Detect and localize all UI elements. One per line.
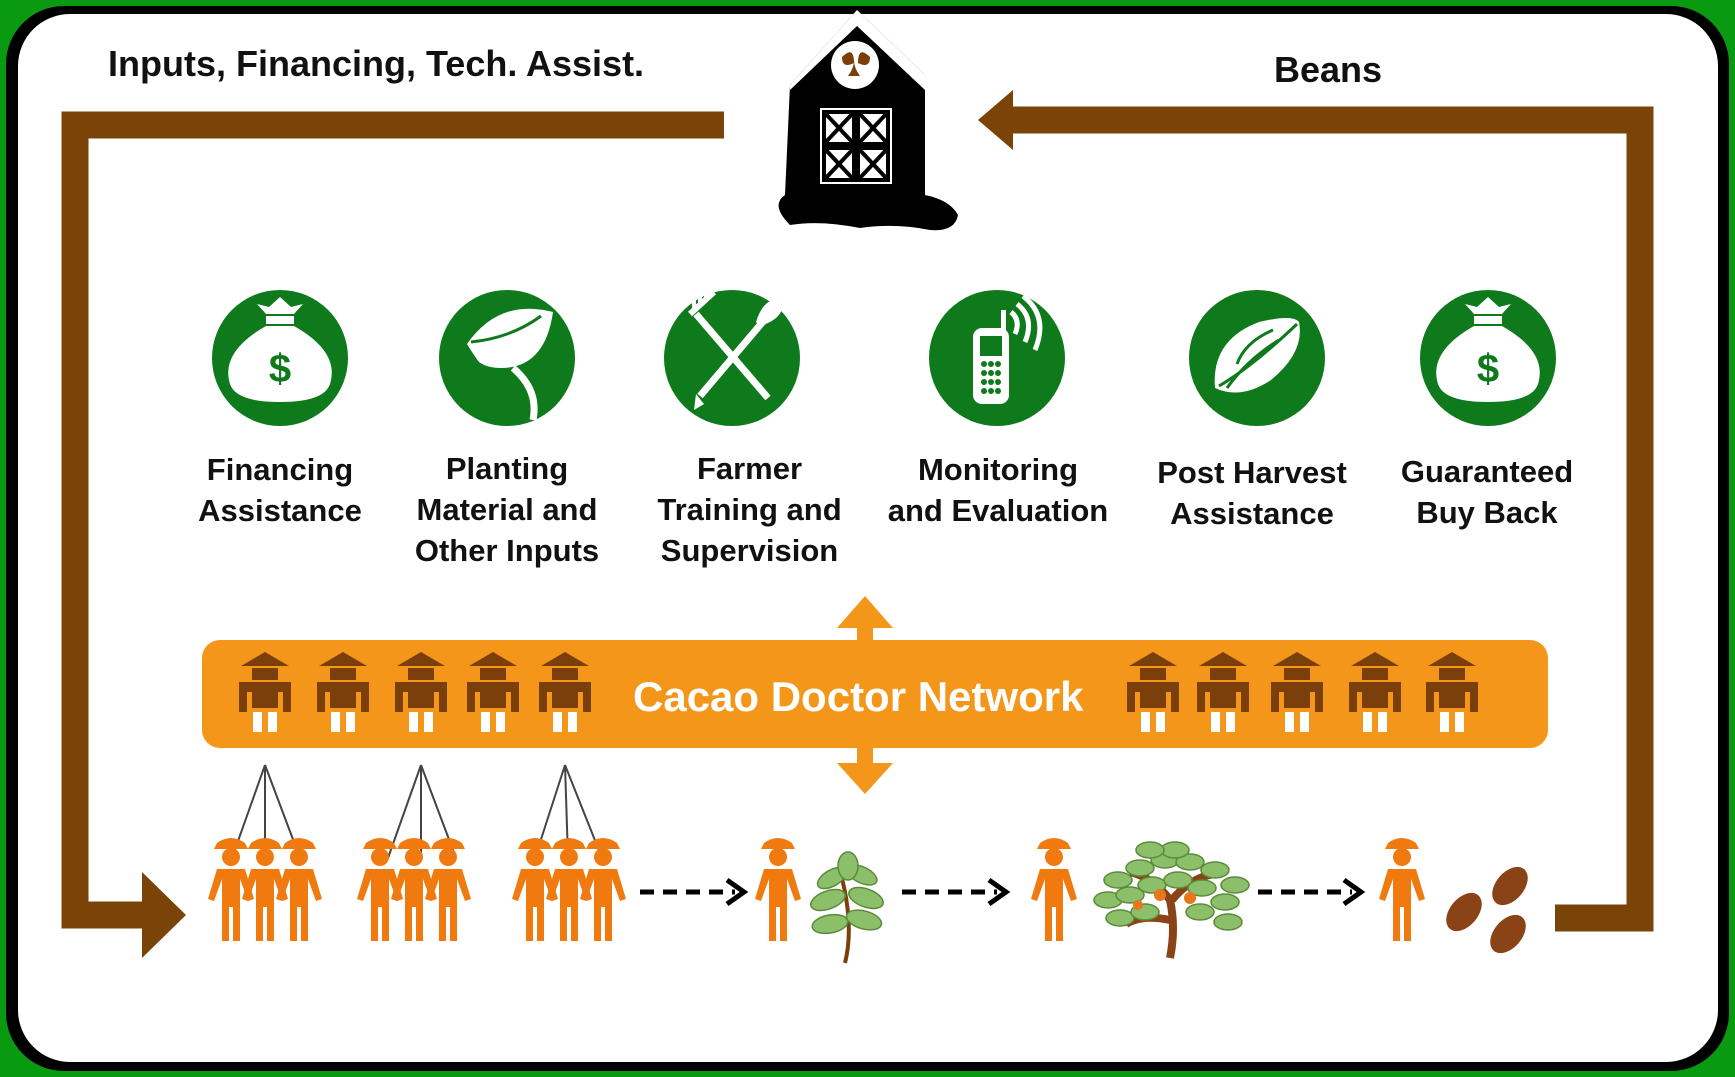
farmer-icon xyxy=(755,838,801,941)
progress-arrow xyxy=(902,877,1011,907)
farmer-group xyxy=(357,838,471,941)
left-flow-arrow xyxy=(61,111,724,958)
leaf-icon xyxy=(439,290,575,426)
cacao-tree-icon xyxy=(1093,841,1250,959)
service-label-financing: Financing Assistance xyxy=(198,452,362,528)
fork-shovel-icon xyxy=(664,284,800,426)
money-bag-icon xyxy=(1420,290,1556,426)
flow-label-left: Inputs, Financing, Tech. Assist. xyxy=(108,43,645,84)
service-label-training: Farmer Training and Supervision xyxy=(657,451,842,568)
money-bag-icon xyxy=(212,290,348,426)
cacao-beans-icon xyxy=(1446,866,1528,954)
barn-icon xyxy=(778,10,958,231)
farmer-icon xyxy=(1379,838,1425,941)
farmer-group xyxy=(512,838,626,941)
service-label-buy-back: Guaranteed Buy Back xyxy=(1400,454,1574,530)
seedling-icon xyxy=(810,851,884,964)
right-flow-arrow xyxy=(978,90,1654,932)
network-title: Cacao Doctor Network xyxy=(633,673,1084,720)
service-label-monitoring: Monitoring and Evaluation xyxy=(887,452,1109,528)
farmer-icon xyxy=(1031,838,1077,941)
service-label-planting: Planting Material and Other Inputs xyxy=(414,451,600,568)
progress-arrow xyxy=(640,877,749,907)
cacao-pod-icon xyxy=(1189,290,1325,426)
mobile-phone-icon xyxy=(929,290,1065,426)
progress-arrow xyxy=(1258,877,1366,907)
service-label-post-harvest: Post Harvest Assistance xyxy=(1157,455,1347,531)
farmer-group xyxy=(208,838,322,941)
flow-label-right: Beans xyxy=(1274,49,1383,90)
